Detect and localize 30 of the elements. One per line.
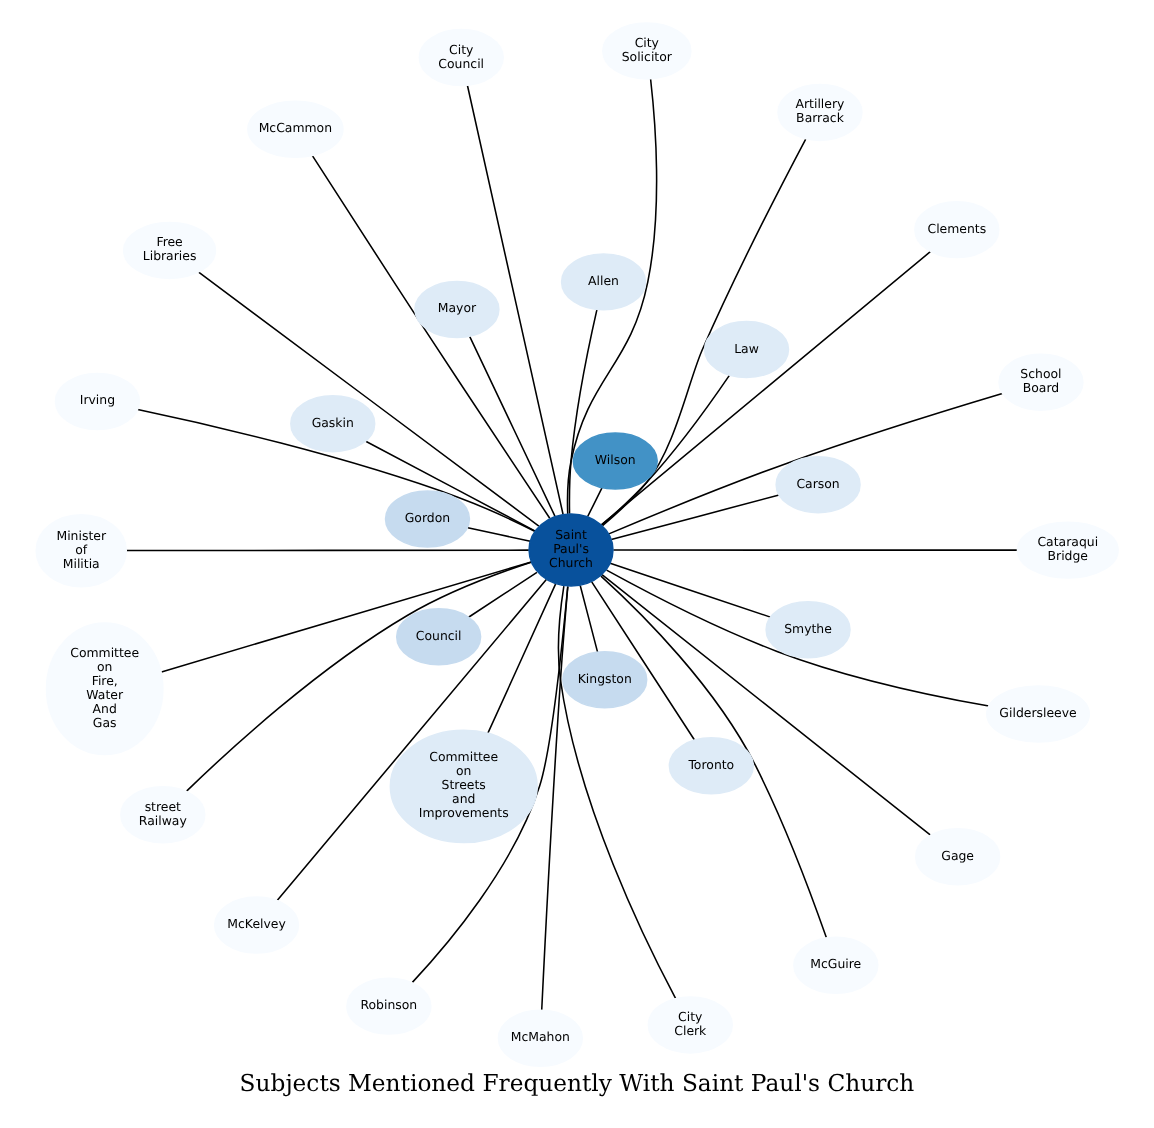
connector: [557, 585, 677, 1000]
connector: [125, 549, 530, 552]
connector: [566, 78, 658, 515]
connector: [466, 84, 564, 516]
connector: [197, 271, 540, 527]
connector: [601, 573, 931, 836]
connector: [276, 578, 548, 902]
connector: [579, 584, 599, 653]
connector: [612, 549, 1019, 551]
connector: [608, 392, 1004, 535]
connector: [365, 440, 536, 532]
connector: [311, 154, 551, 519]
connector: [601, 138, 807, 527]
diagram-title: Subjects Mentioned Frequently With Saint Paul's Church: [239, 1069, 915, 1098]
connector: [487, 583, 557, 735]
connector: [411, 585, 569, 984]
connector: [160, 561, 533, 673]
connector: [467, 571, 538, 618]
connector: [590, 581, 696, 741]
connector: [586, 487, 603, 518]
connector: [600, 575, 828, 939]
connector: [136, 408, 536, 532]
connector: [568, 308, 598, 515]
connector: [469, 335, 556, 517]
connector: [600, 250, 932, 526]
connector: [605, 569, 990, 707]
connector: [609, 562, 772, 618]
connector: [610, 494, 780, 541]
connector: [467, 526, 532, 543]
connector: [185, 561, 532, 792]
